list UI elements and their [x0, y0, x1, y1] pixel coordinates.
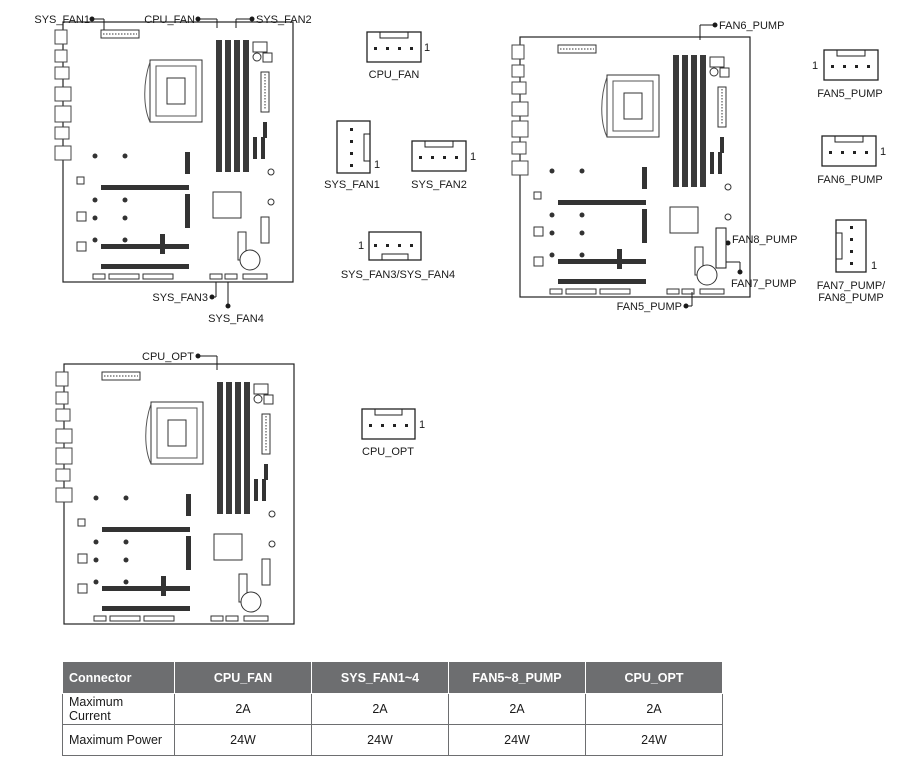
table-header-cell: CPU_OPT — [585, 661, 723, 694]
table-row: Maximum Power 24W 24W 24W 24W — [62, 724, 723, 756]
cpu-fan-header: 1 CPU_FAN — [366, 31, 430, 81]
fan-header-location-diagram: SYS_FAN1 CPU_FAN SYS_FAN2 SYS_FAN3 SYS_F… — [34, 14, 886, 625]
board1-callouts — [89, 16, 255, 309]
pin1-label: 1 — [470, 151, 476, 163]
header-name: CPU_FAN — [369, 69, 420, 81]
header-name: SYS_FAN3/SYS_FAN4 — [341, 269, 455, 281]
table-cell: 24W — [311, 724, 449, 756]
board3-callouts — [195, 353, 218, 370]
header-name: FAN5_PUMP — [817, 88, 882, 100]
motherboard-diagram-1 — [54, 21, 294, 283]
table-header-cell: Connector — [62, 661, 175, 694]
label-sys-fan4: SYS_FAN4 — [208, 313, 264, 325]
label-fan7-pump: FAN7_PUMP — [731, 278, 796, 290]
pin1-label: 1 — [374, 159, 380, 171]
table-cell: 2A — [585, 693, 723, 725]
motherboard-diagram-2 — [511, 36, 751, 298]
header-name: FAN6_PUMP — [817, 174, 882, 186]
pin1-label: 1 — [358, 240, 364, 252]
pin1-label: 1 — [880, 146, 886, 158]
label-sys-fan1: SYS_FAN1 — [34, 14, 90, 26]
fan-header-spec-table: Connector CPU_FAN SYS_FAN1~4 FAN5~8_PUMP… — [62, 661, 723, 756]
motherboard-diagram-3 — [55, 363, 295, 625]
board2-callouts — [683, 22, 743, 309]
pin1-label: 1 — [812, 60, 818, 72]
pin1-label: 1 — [419, 419, 425, 431]
table-row: Maximum Current 2A 2A 2A 2A — [62, 693, 723, 725]
header-name: SYS_FAN1 — [324, 179, 380, 191]
sys-fan3-4-header: 1 SYS_FAN3/SYS_FAN4 — [341, 231, 455, 281]
sys-fan1-header: 1 SYS_FAN1 — [324, 120, 380, 191]
label-fan8-pump: FAN8_PUMP — [732, 234, 797, 246]
fan6-pump-header: 1 FAN6_PUMP — [817, 135, 886, 186]
table-header-cell: CPU_FAN — [174, 661, 312, 694]
pin1-label: 1 — [424, 42, 430, 54]
table-cell: Maximum Current — [62, 693, 175, 725]
header-name: CPU_OPT — [362, 446, 414, 458]
table-cell: 24W — [174, 724, 312, 756]
table-cell: 2A — [311, 693, 449, 725]
table-cell: Maximum Power — [62, 724, 175, 756]
label-fan6-pump: FAN6_PUMP — [719, 20, 784, 32]
header-name-line2: FAN8_PUMP — [818, 292, 883, 304]
label-fan5-pump: FAN5_PUMP — [617, 301, 682, 313]
fan5-pump-header: 1 FAN5_PUMP — [812, 49, 883, 100]
table-cell: 2A — [174, 693, 312, 725]
table-header-cell: FAN5~8_PUMP — [448, 661, 586, 694]
pin1-label: 1 — [871, 260, 877, 272]
table-header-row: Connector CPU_FAN SYS_FAN1~4 FAN5~8_PUMP… — [62, 661, 723, 694]
header-name-line1: FAN7_PUMP/ — [817, 280, 886, 292]
table-cell: 24W — [448, 724, 586, 756]
fan7-8-pump-header: 1 FAN7_PUMP/ FAN8_PUMP — [817, 219, 886, 304]
cpu-opt-header: 1 CPU_OPT — [361, 408, 425, 458]
label-cpu-fan: CPU_FAN — [144, 14, 195, 26]
label-cpu-opt: CPU_OPT — [142, 351, 194, 363]
label-sys-fan2: SYS_FAN2 — [256, 14, 312, 26]
table-cell: 24W — [585, 724, 723, 756]
label-sys-fan3: SYS_FAN3 — [152, 292, 208, 304]
header-name: SYS_FAN2 — [411, 179, 467, 191]
table-header-cell: SYS_FAN1~4 — [311, 661, 449, 694]
sys-fan2-header: 1 SYS_FAN2 — [411, 140, 476, 191]
table-cell: 2A — [448, 693, 586, 725]
